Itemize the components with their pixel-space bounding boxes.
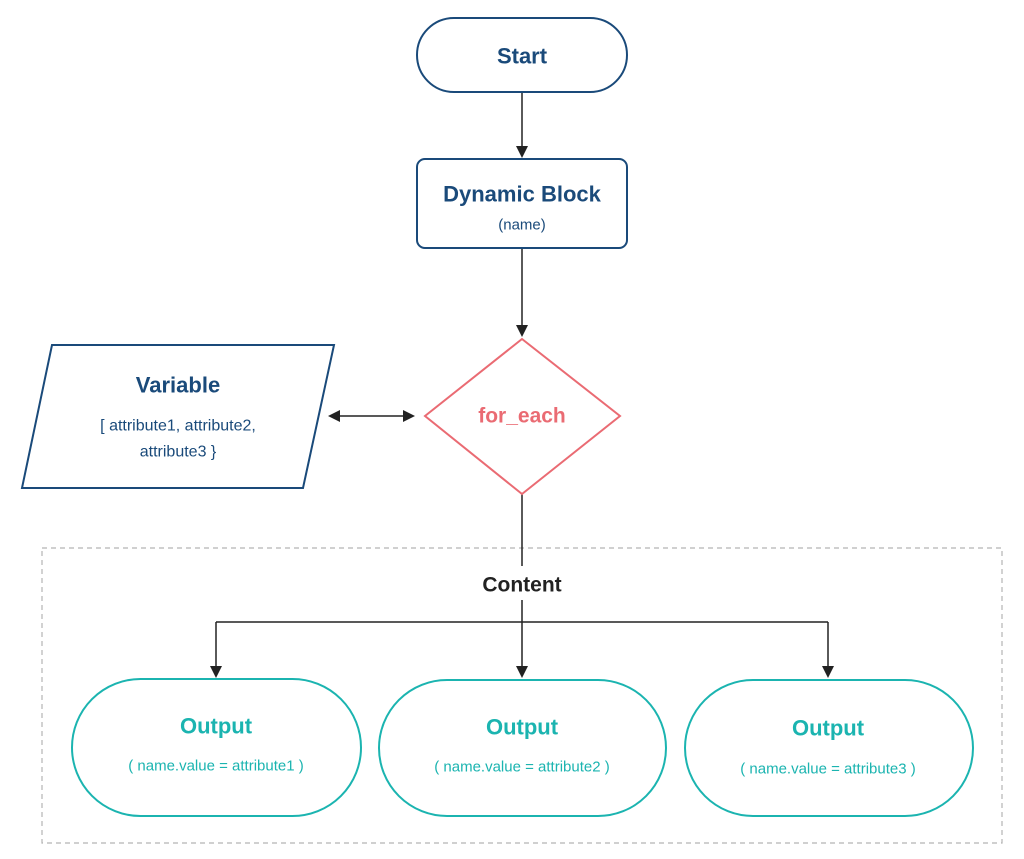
variable-node[interactable]: Variable [ attribute1, attribute2, attri… bbox=[20, 344, 336, 489]
output-node-3[interactable]: Output ( name.value = attribute3 ) bbox=[684, 679, 974, 817]
dynamic-block-node[interactable]: Dynamic Block (name) bbox=[416, 158, 628, 249]
content-label: Content bbox=[482, 574, 561, 597]
output-1-title: Output bbox=[180, 714, 253, 739]
output-node-2[interactable]: Output ( name.value = attribute2 ) bbox=[378, 679, 667, 817]
start-label: Start bbox=[497, 44, 548, 69]
variable-line-2: attribute3 } bbox=[140, 444, 217, 461]
variable-line-1: [ attribute1, attribute2, bbox=[100, 418, 256, 435]
variable-title: Variable bbox=[136, 373, 220, 398]
dynamic-block-title: Dynamic Block bbox=[443, 182, 601, 207]
for-each-label: for_each bbox=[478, 405, 566, 428]
output-3-subtitle: ( name.value = attribute3 ) bbox=[740, 761, 916, 778]
output-2-subtitle: ( name.value = attribute2 ) bbox=[434, 759, 610, 776]
dynamic-block-subtitle: (name) bbox=[498, 217, 546, 234]
start-node[interactable]: Start bbox=[416, 17, 628, 93]
output-1-subtitle: ( name.value = attribute1 ) bbox=[128, 758, 304, 775]
output-3-title: Output bbox=[792, 716, 865, 741]
for-each-decision-node[interactable]: for_each bbox=[423, 337, 622, 496]
output-2-title: Output bbox=[486, 715, 559, 740]
output-node-1[interactable]: Output ( name.value = attribute1 ) bbox=[71, 678, 362, 817]
